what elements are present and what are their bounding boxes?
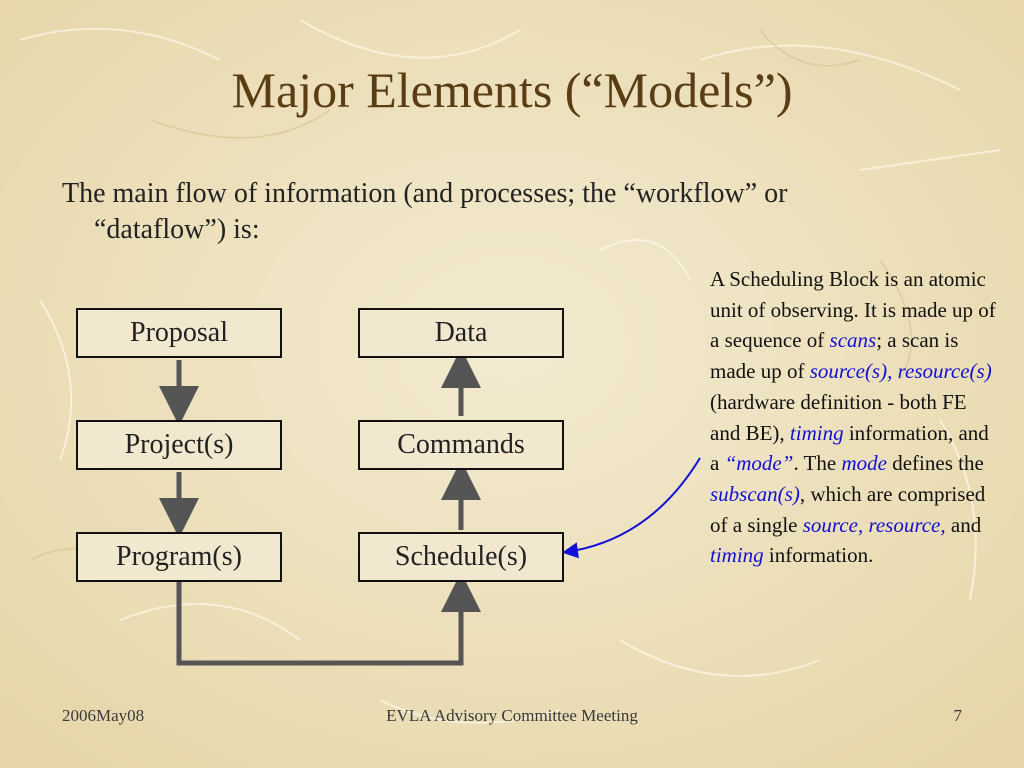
intro-line-1: The main flow of information (and proces… — [62, 178, 788, 209]
note-text: . The — [793, 451, 842, 476]
note-highlight-term: timing — [789, 420, 844, 445]
note-text: defines the — [886, 451, 984, 476]
note-text: ; a scan is made up of — [710, 328, 959, 384]
note-highlight-term: subscan(s) — [710, 481, 800, 506]
box-schedules: Schedule(s) — [358, 532, 564, 582]
note-highlight-term: mode — [841, 451, 887, 476]
slide-title: Major Elements (“Models”) — [231, 62, 793, 118]
footer-page-number: 7 — [953, 706, 963, 725]
footer-meeting: EVLA Advisory Committee Meeting — [386, 706, 638, 725]
box-data: Data — [358, 308, 564, 358]
note-text: information. — [763, 543, 874, 568]
note-highlight-term: “mode” — [724, 451, 794, 476]
note-text: , which are comprised of a single — [710, 481, 986, 537]
note-highlight-term: scans — [829, 328, 877, 353]
box-commands: Commands — [358, 420, 564, 470]
box-proposal: Proposal — [76, 308, 282, 358]
box-programs: Program(s) — [76, 532, 282, 582]
intro-text: The main flow of information (and proces… — [62, 176, 962, 248]
note-text: A Scheduling Block is an atomic unit of … — [710, 267, 996, 353]
box-projects: Project(s) — [76, 420, 282, 470]
note-highlight-term: source, resource, — [802, 512, 946, 537]
footer-date: 2006May08 — [62, 706, 145, 725]
note-highlight-term: resource(s) — [897, 359, 992, 384]
note-highlight-term: , — [887, 359, 898, 384]
note-highlight-term: source(s) — [809, 359, 888, 384]
note-text: information, and a — [710, 420, 989, 476]
intro-line-2: “dataflow”) is: — [94, 214, 260, 245]
note-text: (hardware definition - both FE and BE), — [710, 389, 967, 445]
callout-arrow — [562, 457, 701, 559]
note-highlight-term: timing — [710, 543, 764, 568]
arrow-program-to-schedule — [176, 572, 481, 666]
note-text: and — [945, 512, 982, 537]
scheduling-block-note: A Scheduling Block is an atomic unit of … — [710, 264, 1000, 571]
